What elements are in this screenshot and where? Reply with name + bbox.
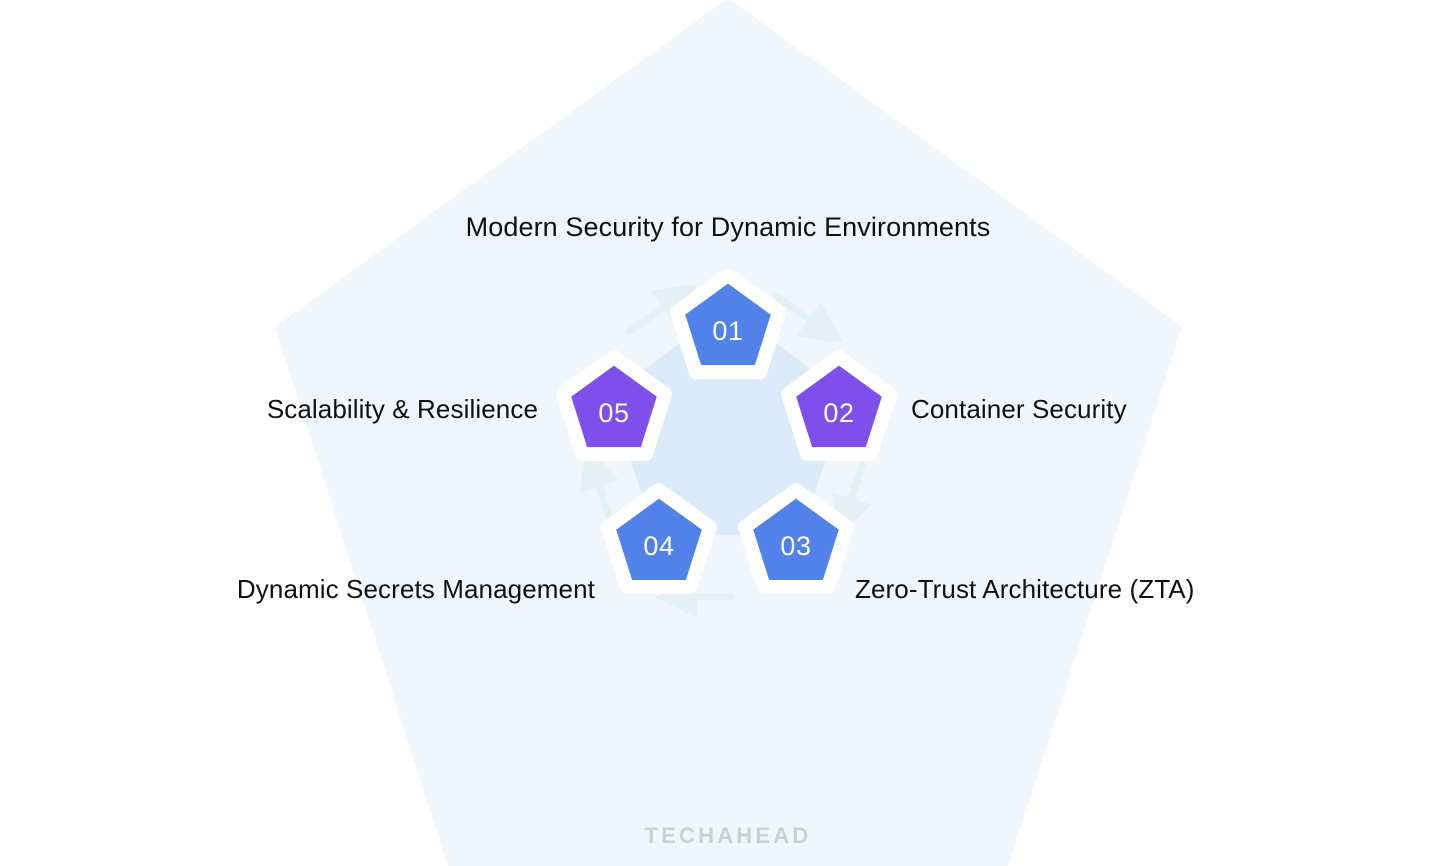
connector-arrows: [579, 283, 872, 618]
node-02[interactable]: 02: [781, 350, 897, 461]
node-04-label: Dynamic Secrets Management: [236, 574, 595, 604]
node-04-number: 04: [643, 531, 674, 561]
node-03[interactable]: 03: [738, 483, 854, 594]
node-02-label: Container Security: [911, 394, 1127, 424]
node-04[interactable]: 04: [601, 483, 717, 594]
connector-04-05: [579, 447, 620, 524]
node-03-number: 03: [780, 531, 811, 561]
node-01-number: 01: [712, 316, 743, 346]
node-03-pentagon[interactable]: [738, 483, 854, 594]
node-05-label: Scalability & Resilience: [266, 394, 538, 424]
node-02-pentagon[interactable]: [781, 350, 897, 461]
node-01[interactable]: 01: [670, 268, 786, 379]
node-05[interactable]: 05: [556, 350, 672, 461]
connector-05-01: [626, 283, 698, 335]
node-02-number: 02: [823, 398, 854, 428]
connector-01-02: [772, 292, 844, 344]
node-05-number: 05: [598, 398, 629, 428]
connector-02-03: [831, 461, 872, 538]
node-05-pentagon[interactable]: [556, 350, 672, 461]
diagram-title: Modern Security for Dynamic Environments: [465, 212, 991, 242]
inner-pentagon-backdrop: [609, 308, 847, 535]
node-04-pentagon[interactable]: [601, 483, 717, 594]
node-03-label: Zero-Trust Architecture (ZTA): [855, 574, 1195, 604]
node-01-pentagon[interactable]: [670, 268, 786, 379]
techahead-watermark: TECHAHEAD: [644, 823, 812, 848]
